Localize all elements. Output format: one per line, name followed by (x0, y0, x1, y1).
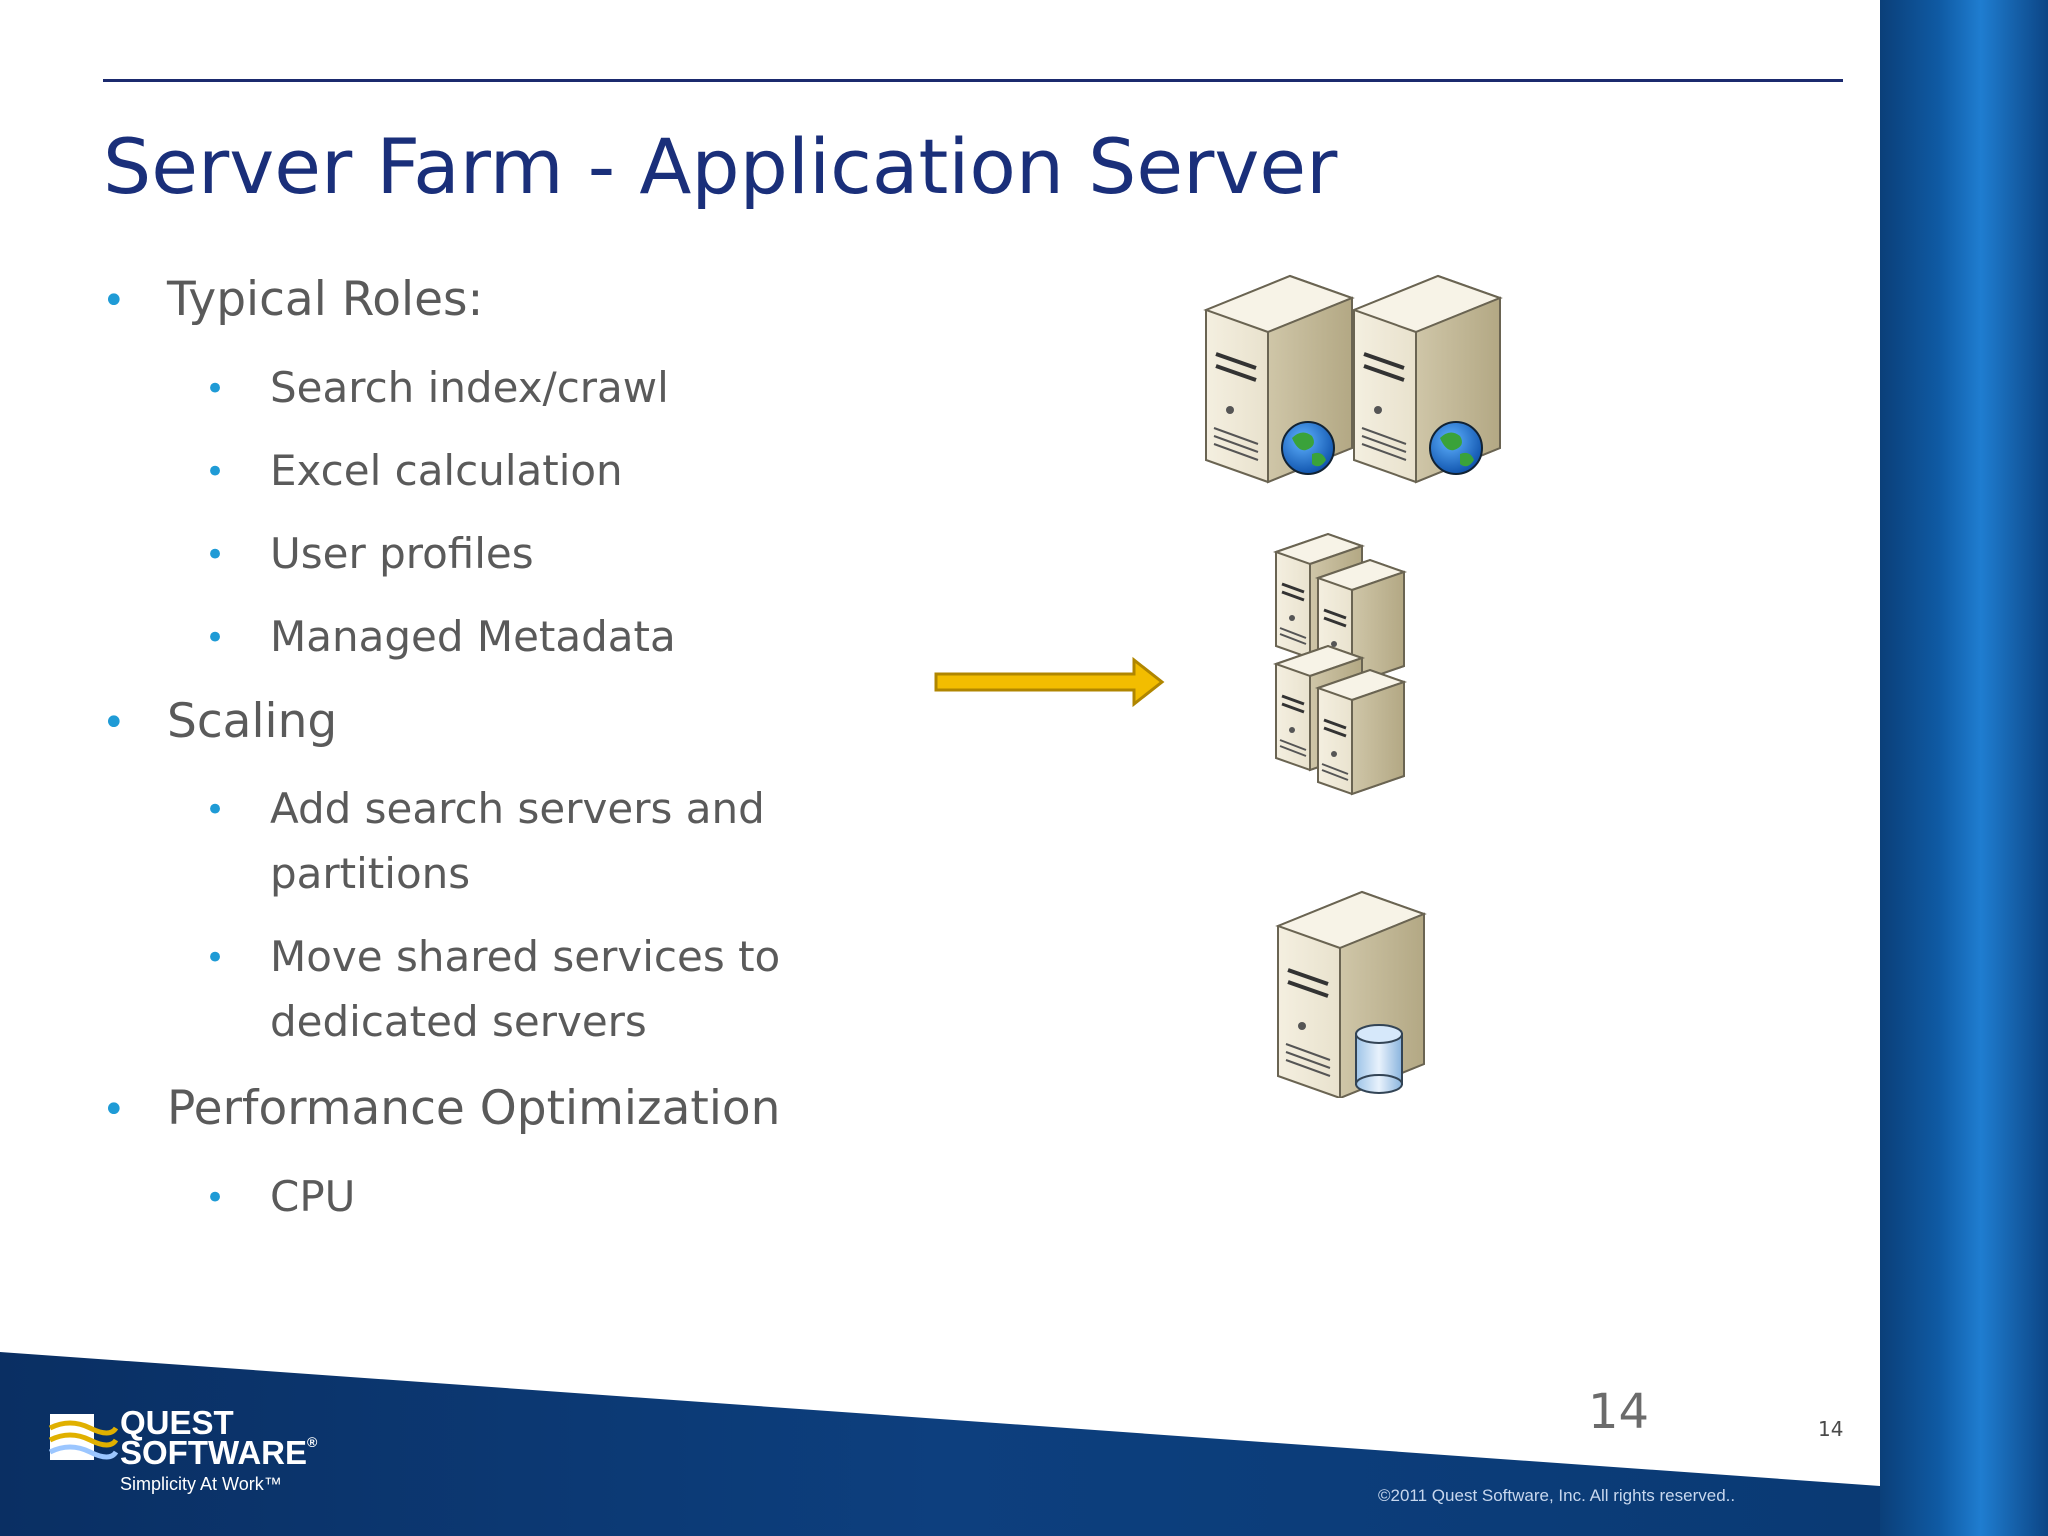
bullet-marker: • (205, 452, 226, 492)
bullet-text: User profiles (270, 529, 534, 578)
bullet-text: partitions (270, 849, 471, 898)
server-cluster-icon (1272, 532, 1406, 796)
bullet-text: dedicated servers (270, 997, 647, 1046)
bullet-text: Search index/crawl (270, 363, 669, 412)
bullet-text: CPU (270, 1172, 356, 1221)
bullet-marker: • (205, 369, 226, 409)
bullet-marker: • (205, 1178, 226, 1218)
bullet-marker: • (205, 618, 226, 658)
right-arrow-icon (934, 656, 1165, 708)
bullet-marker: • (205, 938, 226, 978)
page-number: 14 (1588, 1384, 1650, 1440)
bullet-marker: • (205, 790, 226, 830)
copyright-notice: ©2011 Quest Software, Inc. All rights re… (1378, 1486, 1736, 1505)
quest-software-logo: QUEST SOFTWARE® Simplicity At Work™ (48, 1404, 388, 1504)
bullet-text: Add search servers and (270, 784, 765, 833)
logo-tagline: Simplicity At Work™ (120, 1474, 282, 1494)
database-server-icon (1275, 890, 1427, 1098)
page-number-small: 14 (1818, 1417, 1844, 1441)
bullet-marker: • (102, 1087, 126, 1133)
bullet-marker: • (102, 700, 126, 746)
logo-text-line1: QUEST (120, 1404, 234, 1441)
bullet-text: Excel calculation (270, 446, 623, 495)
bullet-text: Typical Roles: (167, 272, 484, 327)
logo-text-line2: SOFTWARE® (120, 1434, 318, 1471)
bullet-text: Move shared services to (270, 932, 781, 981)
bullet-text: Managed Metadata (270, 612, 676, 661)
bullet-text: Performance Optimization (167, 1081, 781, 1136)
bullet-text: Scaling (167, 694, 338, 749)
title-rule (103, 79, 1843, 82)
right-decorative-band (1880, 0, 2048, 1536)
web-server-icon (1203, 274, 1503, 484)
bullet-marker: • (102, 278, 126, 324)
quest-logo-mark-icon (48, 1414, 118, 1460)
slide-title: Server Farm - Application Server (103, 122, 1338, 211)
bullet-marker: • (205, 535, 226, 575)
